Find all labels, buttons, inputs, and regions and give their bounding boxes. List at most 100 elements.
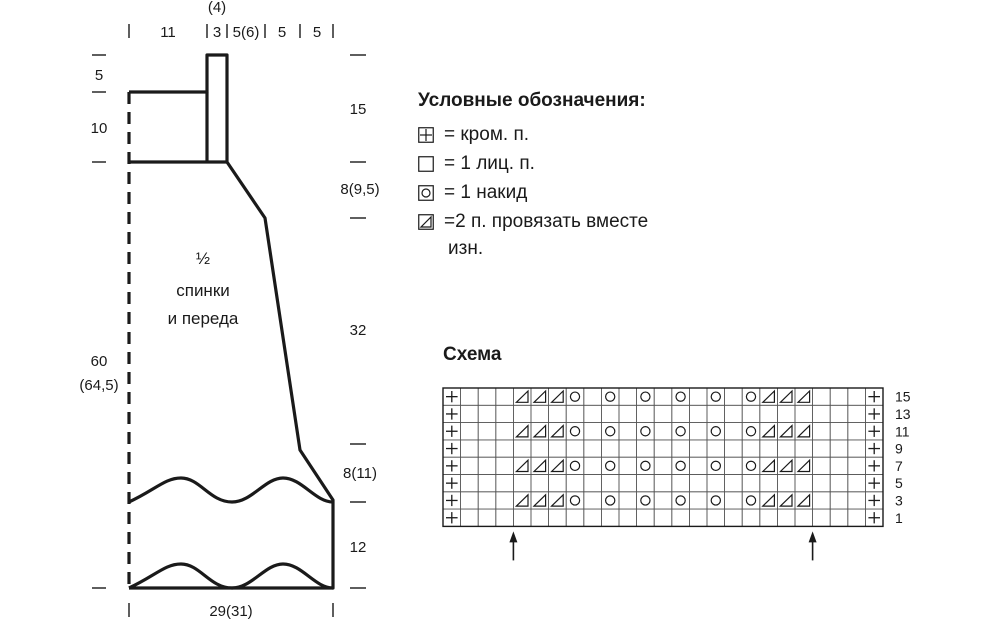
grid-cell [583,508,602,527]
top-label-3: 5(6) [233,24,260,41]
grid-cell [460,387,479,406]
yarn-over-mark [745,426,757,437]
legend-item-k2tog: =2 п. провязать вместе [418,207,748,236]
grid-cell [706,456,726,475]
grid-cell [847,508,866,527]
row-number: 7 [895,458,903,474]
grid-cell [477,474,497,493]
grid-cell [847,404,866,423]
grid-cell [653,404,673,423]
yarn-over-mark [710,495,722,506]
grid-cell [548,404,567,423]
grid-cell [829,439,849,458]
left-label-middle: 10 [91,120,108,137]
grid-cell [671,404,690,423]
k2tog-mark [550,493,564,507]
grid-cell [829,508,849,527]
upper-wave-line [128,476,334,504]
row-number: 3 [895,492,903,508]
grid-cell [601,491,620,510]
yarn-over-mark [640,426,651,437]
k2tog-mark [796,389,811,403]
yarn-over-mark [675,426,686,437]
repeat-arrow-head [808,531,817,543]
grid-cell [724,422,743,441]
grid-cell [618,508,638,527]
right-label-4: 8(11) [343,465,377,482]
grid-cell [636,474,655,493]
grid-cell [495,404,514,423]
legend: Условные обозначения: = кром. п. = 1 лиц… [418,90,748,260]
grid-cell [671,387,690,406]
grid-cell [847,491,866,510]
grid-cell [618,439,638,458]
grid-cell [741,474,761,493]
grid-cell [583,474,602,493]
grid-cell [724,474,743,493]
grid-cell [741,422,761,441]
grid-cell [812,456,831,475]
yarn-over-mark [605,495,616,506]
k2tog-mark [532,493,547,507]
grid-cell [565,491,585,510]
grid-cell [513,404,532,423]
grid-cell [812,508,831,527]
top-note-label: (4) [208,0,226,16]
grid-cell [530,404,550,423]
grid-cell [794,474,814,493]
grid-cell [812,422,831,441]
scheme-border [442,387,884,528]
grid-cell [653,491,673,510]
grid-cell [460,422,479,441]
k2tog-mark [761,424,776,438]
grid-cell [548,474,567,493]
grid-cell [618,474,638,493]
row-number: 1 [895,510,903,526]
grid-cell [583,387,602,406]
grid-cell [601,387,620,406]
grid-cell [601,422,620,441]
grid-cell [618,387,638,406]
grid-cell [706,387,726,406]
right-label-2: 8(9,5) [340,181,379,198]
dimension-ticks [92,24,366,617]
right-label-1: 15 [350,101,367,118]
grid-cell [724,456,743,475]
top-label-2: 3 [213,24,221,41]
grid-cell [689,456,708,475]
grid-cell [759,439,778,458]
grid-cell [618,456,638,475]
grid-cell [829,387,849,406]
k2tog-mark [514,493,529,507]
grid-cell [653,439,673,458]
yarn-over-mark [569,460,581,472]
edge-stitch-icon [418,126,434,143]
grid-cell [653,387,673,406]
grid-cell [601,508,620,527]
top-label-1: 11 [160,24,176,41]
grid-cell [741,387,761,406]
grid-cell [812,474,831,493]
k2tog-mark [532,424,547,438]
k2tog-mark [532,389,547,403]
grid-cell [495,474,514,493]
grid-cell [671,508,690,527]
k2tog-mark [761,493,776,507]
grid-cell [495,422,514,441]
grid-cell [829,422,849,441]
k2tog-icon [418,213,434,230]
grid-cell [477,456,497,475]
center-line-2: и переда [168,309,239,328]
k2tog-mark [514,389,529,403]
center-line-1: спинки [176,281,230,300]
grid-cell [829,404,849,423]
grid-cell [601,456,620,475]
legend-item-edge-text: = кром. п. [444,123,530,145]
grid-cell [847,387,866,406]
legend-item-yarn-over-text: = 1 накид [444,181,528,203]
grid-cell [565,387,585,406]
grid-cell [636,439,655,458]
grid-cell [689,404,708,423]
grid-cell [724,387,743,406]
